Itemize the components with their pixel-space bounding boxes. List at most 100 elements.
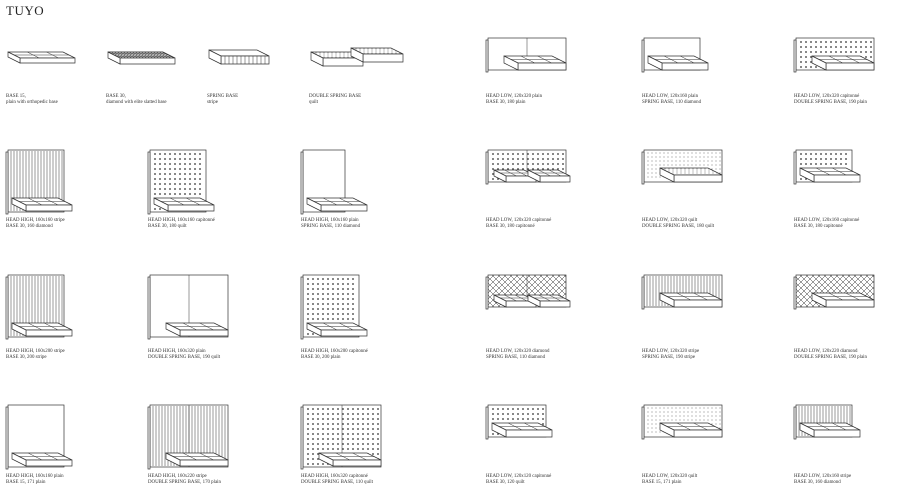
bed-config-item <box>485 404 606 469</box>
bed-illustration <box>793 149 861 185</box>
bed-config-item <box>106 38 226 88</box>
caption-line-1: HEAD LOW, 120x160 capitonné <box>794 218 860 223</box>
bed-config-item <box>793 404 900 469</box>
bed-config-item <box>207 38 327 88</box>
bed-illustration <box>7 51 76 64</box>
caption-line-1: HEAD LOW, 120x320 capitonné <box>794 94 860 99</box>
caption-line-2: diamond with elite slatted base <box>106 100 167 105</box>
bed-illustration <box>485 274 571 310</box>
bed-config-item <box>309 38 429 88</box>
bed-illustration <box>793 404 861 440</box>
caption-line-2: stripe <box>207 100 218 105</box>
caption-line-1: BASE 30, <box>106 94 126 99</box>
bed-config-item <box>300 274 421 340</box>
caption-line-2: DOUBLE SPRING BASE, 190 quilt <box>148 355 221 360</box>
bed-illustration <box>310 47 404 67</box>
caption-line-1: DOUBLE SPRING BASE <box>309 94 362 99</box>
bed-config-item <box>641 149 762 214</box>
bed-config-caption: BASE 15,plain with orthopedic base <box>6 94 58 106</box>
caption-line-2: BASE 15, 171 plain <box>642 480 682 485</box>
caption-line-2: DOUBLE SPRING BASE, 180 quilt <box>642 224 715 229</box>
caption-line-2: BASE 30, 120 quilt <box>486 480 525 485</box>
bed-config-item <box>641 274 762 339</box>
bed-config-item <box>641 404 762 469</box>
caption-line-1: HEAD LOW, 120x160 plain <box>642 94 699 99</box>
caption-line-1: HEAD HIGH, 160x320 capitonné <box>301 474 368 479</box>
caption-line-2: BASE 30, 160 diamond <box>6 224 53 229</box>
bed-config-item <box>641 37 762 88</box>
caption-line-2: BASE 30, 160 diamond <box>794 480 841 485</box>
bed-illustration <box>485 37 567 73</box>
caption-line-1: HEAD LOW, 120x160 stripe <box>794 474 852 479</box>
bed-config-item <box>793 37 900 88</box>
bed-config-item <box>485 37 606 88</box>
caption-line-2: BASE 30, 200 plain <box>301 355 341 360</box>
bed-illustration <box>641 274 723 310</box>
bed-config-item <box>485 149 606 214</box>
bed-illustration <box>300 404 382 470</box>
caption-line-2: DOUBLE SPRING BASE, 170 plain <box>148 480 221 485</box>
bed-config-item <box>147 149 268 215</box>
caption-line-1: HEAD LOW, 120x220 diamond <box>794 349 858 354</box>
bed-illustration <box>5 404 73 470</box>
bed-illustration <box>5 274 73 340</box>
page-title: TUYO <box>6 3 45 18</box>
bed-config-item <box>300 404 421 470</box>
bed-config-item <box>147 404 268 470</box>
bed-config-item <box>5 274 126 340</box>
bed-illustration <box>208 49 270 65</box>
caption-line-1: HEAD HIGH, 160x160 stripe <box>6 218 65 223</box>
caption-line-2: DOUBLE SPRING BASE, 190 plain <box>794 100 867 105</box>
caption-line-2: SPRING BASE, 110 diamond <box>642 100 702 105</box>
bed-config-item <box>485 274 606 339</box>
caption-line-2: quilt <box>309 100 318 105</box>
bed-illustration <box>147 274 229 340</box>
bed-config-item <box>6 38 126 88</box>
caption-line-1: HEAD HIGH, 160x160 plain <box>6 474 64 479</box>
bed-illustration <box>107 51 176 65</box>
caption-line-1: SPRING BASE <box>207 94 239 99</box>
caption-line-1: HEAD HIGH, 160x320 plain <box>148 349 206 354</box>
caption-line-2: DOUBLE SPRING BASE, 190 plain <box>794 355 867 360</box>
bed-illustration <box>793 37 875 73</box>
bed-illustration <box>793 274 875 310</box>
bed-config-item <box>147 274 268 340</box>
bed-config-item <box>5 404 126 470</box>
caption-line-2: SPRING BASE, 190 stripe <box>642 355 695 360</box>
caption-line-2: plain with orthopedic base <box>6 100 58 105</box>
bed-illustration <box>641 149 723 185</box>
caption-line-1: HEAD HIGH, 160x200 stripe <box>6 349 65 354</box>
caption-line-1: HEAD HIGH, 160x160 plain <box>301 218 359 223</box>
caption-line-1: HEAD HIGH, 160x160 capitonné <box>148 218 215 223</box>
bed-illustration <box>300 274 368 340</box>
bed-illustration <box>641 404 723 440</box>
caption-line-1: HEAD LOW, 120x320 capitonné <box>486 218 552 223</box>
bed-config-item <box>5 149 126 215</box>
bed-illustration <box>300 149 368 215</box>
bed-illustration <box>5 149 73 215</box>
caption-line-1: HEAD LOW, 120x320 diamond <box>486 349 550 354</box>
bed-config-caption: BASE 30,diamond with elite slatted base <box>106 94 167 106</box>
caption-line-2: BASE 30, 180 plain <box>486 100 526 105</box>
bed-illustration <box>485 149 571 185</box>
caption-line-2: SPRING BASE, 110 diamond <box>486 355 546 360</box>
caption-line-1: BASE 15, <box>6 94 26 99</box>
bed-illustration <box>147 404 229 470</box>
caption-line-1: HEAD LOW, 120x320 plain <box>486 94 543 99</box>
caption-line-2: BASE 30, 180 capitonné <box>794 224 843 229</box>
bed-config-item <box>300 149 421 215</box>
